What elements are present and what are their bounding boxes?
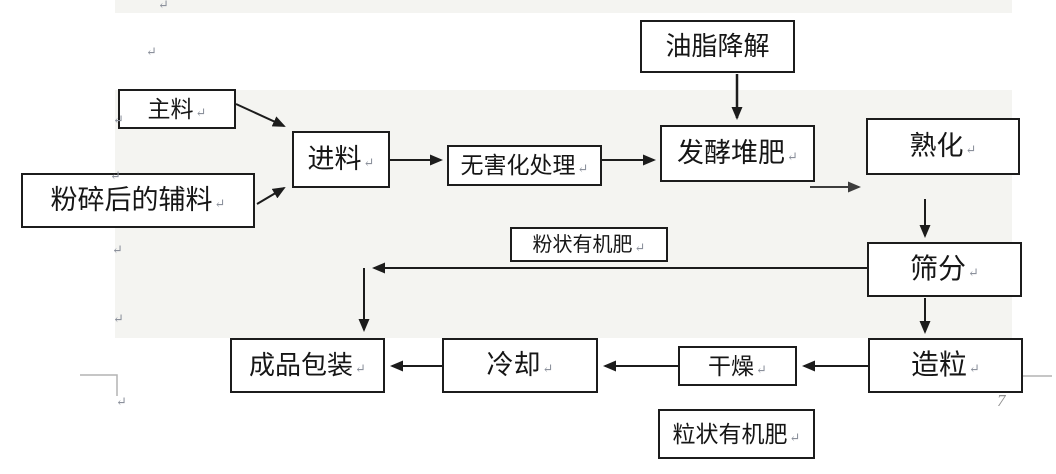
pilcrow-mark: ↵ xyxy=(968,265,979,280)
pilcrow-mark: ↵ xyxy=(113,112,124,127)
flow-box-finished-packaging: 成品包装↵ xyxy=(230,338,385,393)
flow-box-label: 造粒 xyxy=(911,349,968,381)
flow-box-label: 粒状有机肥 xyxy=(672,421,788,447)
flow-box-label: 冷却 xyxy=(486,350,541,380)
flow-box-feeding: 进料↵ xyxy=(292,131,390,188)
flow-box-oil-degradation: 油脂降解 xyxy=(640,20,795,73)
flow-box-harmless-treatment: 无害化处理↵ xyxy=(447,145,602,186)
pilcrow-mark: ↵ xyxy=(789,429,801,445)
flow-box-label: 熟化 xyxy=(909,131,964,161)
pilcrow-mark: ↵ xyxy=(634,240,646,255)
flow-box-main-material: 主料↵ xyxy=(118,89,236,129)
pilcrow-mark: ↵ xyxy=(355,361,366,376)
pilcrow-mark: ↵ xyxy=(146,44,157,59)
flow-box-label: 粉碎后的辅料 xyxy=(50,185,213,215)
flow-box-label: 干燥 xyxy=(708,353,755,379)
main-gray-band xyxy=(115,90,1012,338)
flow-box-label: 成品包装 xyxy=(249,350,354,380)
flow-box-crushed-auxiliary: 粉碎后的辅料↵ xyxy=(21,173,255,228)
pilcrow-mark: ↵ xyxy=(110,168,121,183)
pilcrow-mark: ↵ xyxy=(195,104,207,120)
pilcrow-mark: ↵ xyxy=(113,311,124,326)
flow-box-granulation: 造粒↵ xyxy=(868,338,1023,393)
pilcrow-mark: ↵ xyxy=(363,155,375,170)
flow-box-label: 发酵堆肥 xyxy=(677,138,786,168)
page-number: 7 xyxy=(997,391,1006,410)
margin-mark-bottom-left xyxy=(80,374,118,396)
pilcrow-mark: ↵ xyxy=(969,361,980,376)
pilcrow-mark: ↵ xyxy=(158,0,169,12)
flow-box-maturation: 熟化↵ xyxy=(866,118,1020,175)
flow-box-screening: 筛分↵ xyxy=(867,242,1022,297)
flow-box-label: 粉状有机肥 xyxy=(532,233,633,256)
pilcrow-mark: ↵ xyxy=(756,361,767,377)
pilcrow-mark: ↵ xyxy=(214,196,226,211)
flow-box-label: 油脂降解 xyxy=(665,31,770,61)
pilcrow-mark: ↵ xyxy=(577,161,589,176)
flow-box-powdered-organic-fertilizer: 粉状有机肥↵ xyxy=(510,227,668,262)
top-gray-band xyxy=(115,0,1012,13)
pilcrow-mark: ↵ xyxy=(542,361,554,376)
flow-box-granular-organic-fertilizer: 粒状有机肥↵ xyxy=(658,409,815,459)
pilcrow-mark: ↵ xyxy=(112,242,123,257)
flow-box-fermentation-composting: 发酵堆肥↵ xyxy=(660,125,815,182)
arrow-auxiliary-to-feeding xyxy=(256,186,286,205)
flow-box-cooling: 冷却↵ xyxy=(442,338,598,393)
flow-box-drying: 干燥↵ xyxy=(678,346,797,386)
pilcrow-mark: ↵ xyxy=(116,394,127,409)
flow-box-label: 无害化处理 xyxy=(460,153,576,178)
flow-box-label: 筛分 xyxy=(910,253,967,285)
flow-box-label: 进料 xyxy=(307,144,362,174)
flow-box-label: 主料 xyxy=(147,96,194,122)
pilcrow-mark: ↵ xyxy=(787,149,798,164)
pilcrow-mark: ↵ xyxy=(965,142,977,157)
arrow-main-to-feeding xyxy=(235,103,286,127)
